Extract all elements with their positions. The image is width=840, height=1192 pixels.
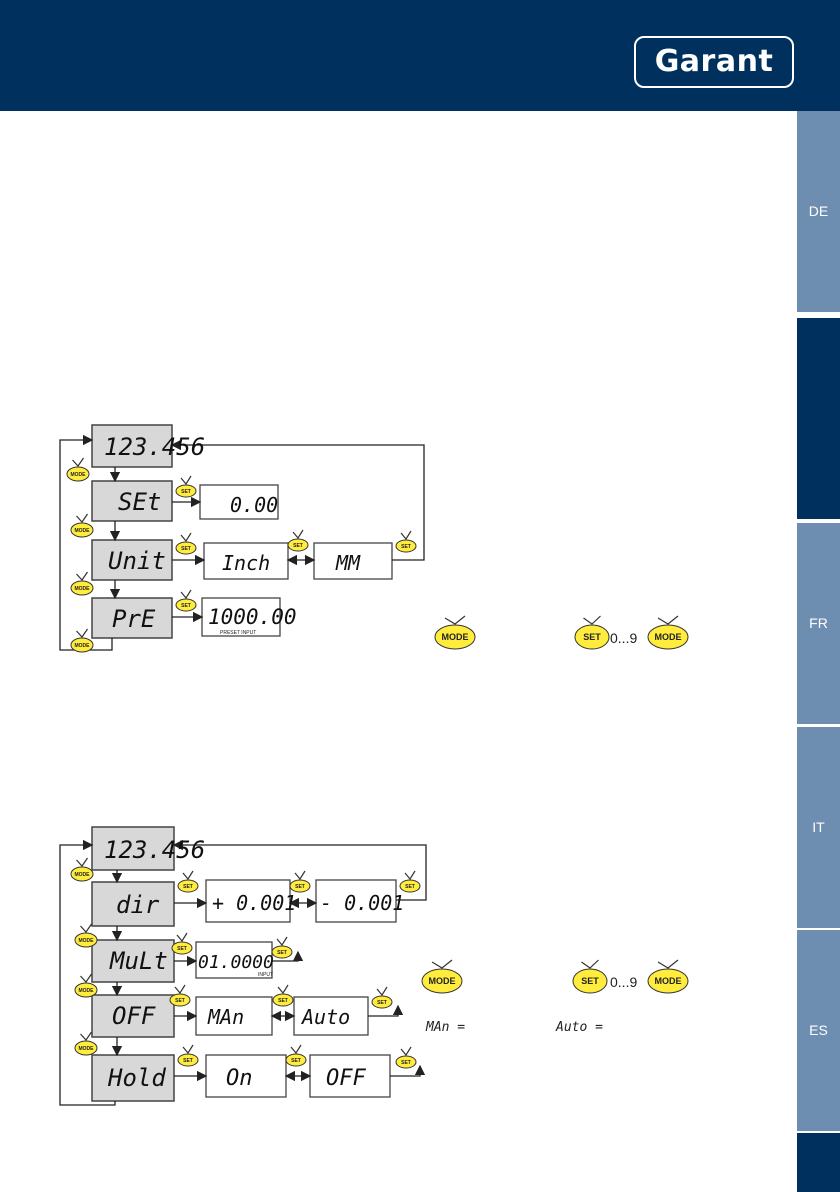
d2-off-value: OFF xyxy=(326,1066,366,1091)
d2-main-text: 123.456 xyxy=(104,836,205,864)
d2-minus-box xyxy=(315,879,397,923)
tab-fr[interactable]: FR xyxy=(797,523,840,724)
d1-mm-value: MM xyxy=(335,551,361,575)
d2-plus-value: + 0.001 xyxy=(212,891,296,915)
d2-man-eq: MAn = xyxy=(425,1020,465,1035)
d1-inch-box xyxy=(203,542,289,580)
tab-es-label: ES xyxy=(809,1022,828,1038)
d1-main-text: 123.456 xyxy=(104,433,205,461)
d2-off-label: OFF xyxy=(112,1002,156,1030)
d2-man-value: MAn xyxy=(207,1005,244,1029)
d2-mult-display xyxy=(91,939,175,983)
diagram1 xyxy=(59,424,425,651)
d2-dir-label: dir xyxy=(116,891,160,919)
d1-main-display xyxy=(91,424,173,468)
d1-pre-label: PrE xyxy=(112,605,156,633)
d1-set-value-box xyxy=(199,484,279,520)
d1-set-value: 0.00 xyxy=(230,493,278,517)
d2-on-value: On xyxy=(226,1066,253,1091)
d2-mult-label: MuLt xyxy=(109,947,168,975)
d2-dir-display xyxy=(91,881,175,927)
diagram2 xyxy=(59,826,427,1106)
tab-fr-label: FR xyxy=(809,615,828,631)
d2-auto-eq: Auto = xyxy=(555,1020,603,1035)
d1-preset-box xyxy=(201,597,281,637)
d2-digits-legend: 0...9 xyxy=(610,974,637,990)
tab-it-label: IT xyxy=(812,819,825,835)
tab-it[interactable]: IT xyxy=(797,727,840,928)
d1-preset-sub: PRESET INPUT xyxy=(220,630,256,636)
d2-hold-label: Hold xyxy=(107,1064,166,1092)
d1-unit-display xyxy=(91,539,173,581)
d1-inch-value: Inch xyxy=(222,551,270,575)
d1-digits-legend: 0...9 xyxy=(610,630,637,646)
garant-logo: Garant xyxy=(634,36,794,88)
tab-de-label: DE xyxy=(808,203,829,219)
page-header: Garant xyxy=(0,0,840,111)
d2-auto-box xyxy=(293,996,369,1036)
d1-set-display xyxy=(91,480,173,522)
d2-mult-value: 01.0000 xyxy=(198,952,274,973)
tab-bottom[interactable] xyxy=(797,1133,840,1192)
d1-pre-display xyxy=(91,597,173,639)
language-tabs: DE FR IT ES xyxy=(797,111,840,1192)
d1-mm-box xyxy=(313,542,393,580)
tab-de[interactable]: DE xyxy=(797,111,840,312)
d2-off-display xyxy=(91,994,175,1038)
d2-auto-value: Auto xyxy=(300,1005,350,1029)
tab-es[interactable]: ES xyxy=(797,930,840,1131)
d1-preset-value: 1000.00 xyxy=(208,605,297,629)
d2-mult-sub: INPUT xyxy=(258,972,273,978)
d2-minus-value: - 0.001 xyxy=(320,891,404,915)
d2-hold-display xyxy=(91,1054,175,1102)
d1-set-label: SEt xyxy=(118,488,161,516)
d2-mult-value-box xyxy=(195,941,273,979)
tab-en[interactable] xyxy=(797,318,840,519)
d1-unit-label: Unit xyxy=(108,547,166,575)
